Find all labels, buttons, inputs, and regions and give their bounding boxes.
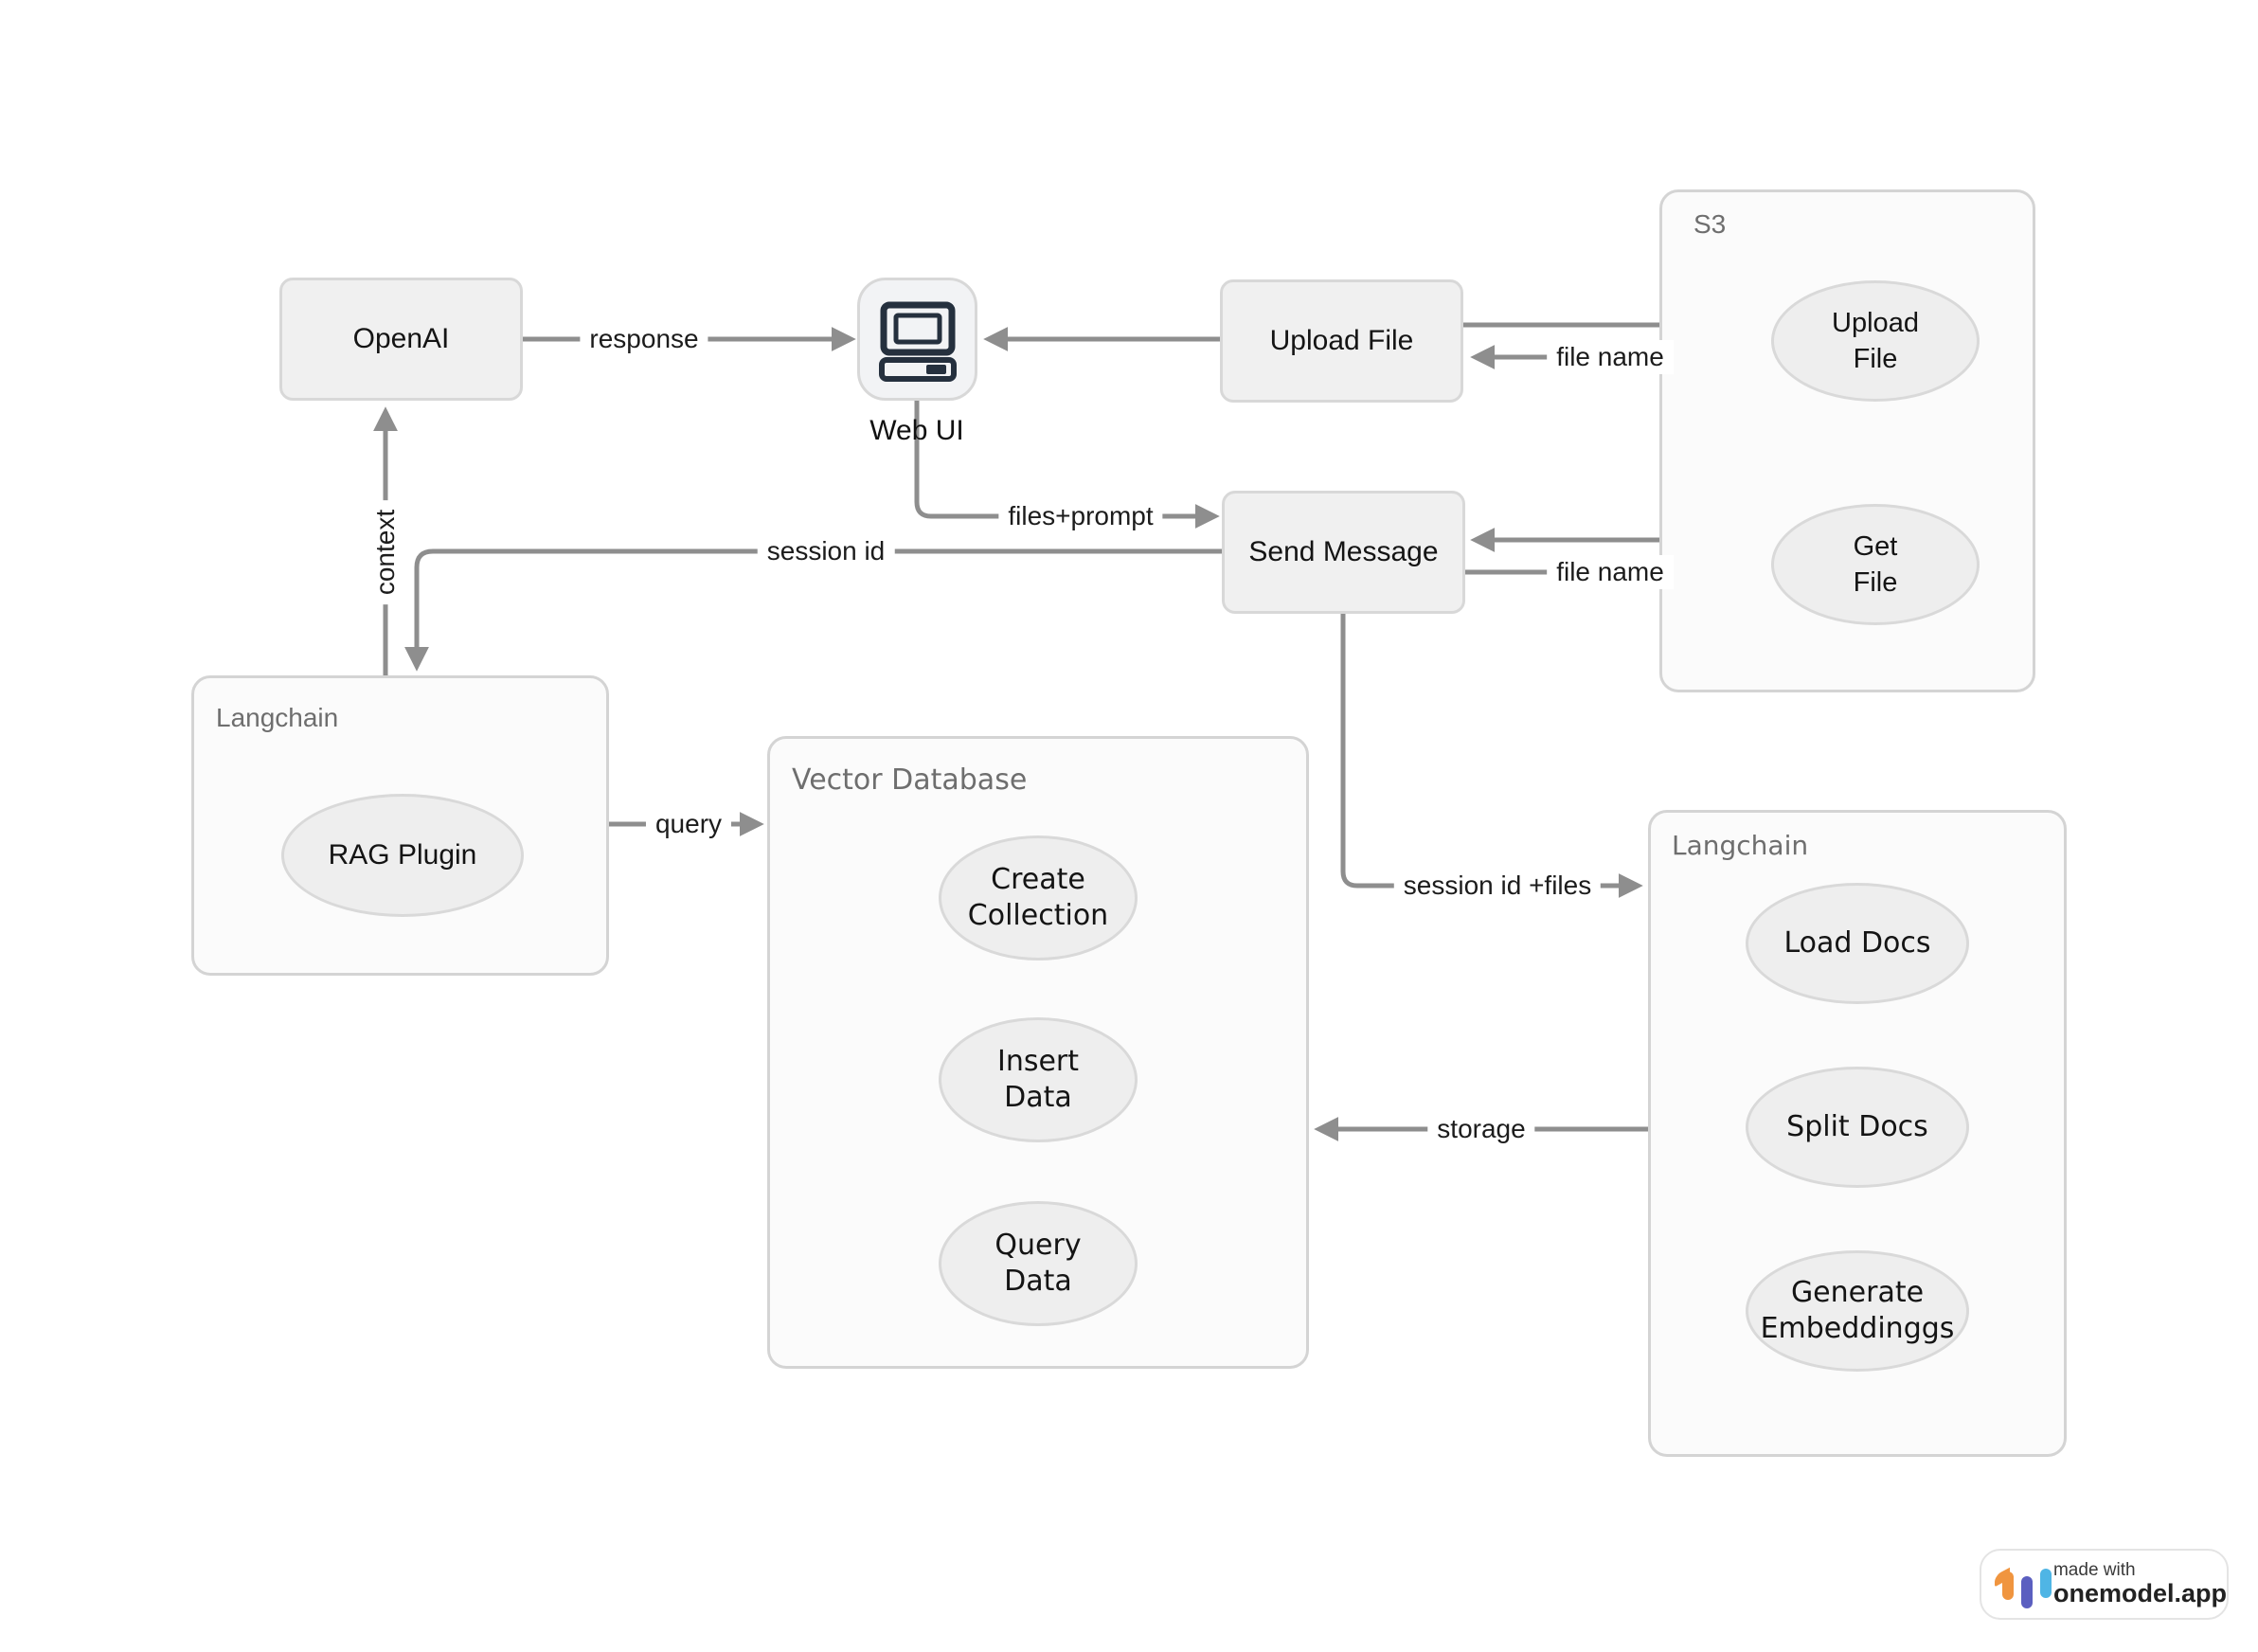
edge-session-id-line[interactable]	[404, 548, 1225, 672]
logo-bar-indigo	[2021, 1576, 2033, 1608]
web-ui-label: Web UI	[869, 415, 964, 446]
load-docs-label: Load Docs	[1783, 926, 1931, 960]
s3-title: S3	[1694, 209, 1727, 239]
upload-file-node-label: Upload File	[1269, 325, 1414, 356]
s3-upload-file-ellipse[interactable]: Upload File	[1771, 280, 1980, 402]
edge-session-id-files-label[interactable]: session id +files	[1393, 869, 1602, 903]
split-docs-label: Split Docs	[1786, 1110, 1928, 1143]
query-data-ellipse[interactable]: Query Data	[939, 1201, 1138, 1326]
badge-made-with: made with	[2052, 1560, 2136, 1581]
vector-database-title: Vector Database	[792, 763, 1028, 797]
openai-node-label: OpenAI	[352, 323, 450, 354]
send-message-node[interactable]: Send Message	[1222, 491, 1465, 614]
edge-session-id-label[interactable]: session id	[757, 534, 895, 568]
badge-brand: onemodel.app	[2052, 1579, 2227, 1608]
logo-bar-orange	[2002, 1571, 2014, 1600]
create-collection-line2: Collection	[967, 899, 1109, 932]
onemodel-logo-icon	[1995, 1558, 2052, 1610]
insert-data-line2: Data	[1004, 1081, 1072, 1114]
insert-data-ellipse[interactable]: Insert Data	[939, 1017, 1138, 1142]
s3-upload-file-line2: File	[1853, 344, 1898, 374]
edge-query-label[interactable]: query	[645, 807, 732, 841]
edge-storage-label[interactable]: storage	[1427, 1112, 1535, 1146]
s3-get-file-line2: File	[1853, 567, 1898, 598]
edge-response-label[interactable]: response	[580, 322, 708, 356]
create-collection-ellipse[interactable]: Create Collection	[939, 835, 1138, 961]
edge-file-name-upload-label[interactable]: file name	[1547, 340, 1674, 374]
edge-file-name-get-label[interactable]: file name	[1547, 555, 1674, 589]
s3-get-file-ellipse[interactable]: Get File	[1771, 504, 1980, 625]
query-data-line1: Query	[995, 1229, 1082, 1262]
edge-files-prompt-line[interactable]	[914, 398, 1220, 529]
web-ui-node[interactable]	[857, 278, 977, 401]
edge-context-label[interactable]: context	[368, 499, 403, 605]
edge-session-id-files-line[interactable]	[1340, 611, 1643, 898]
insert-data-line1: Insert	[996, 1045, 1080, 1078]
rag-plugin-ellipse[interactable]: RAG Plugin	[281, 794, 524, 917]
query-data-line2: Data	[1004, 1265, 1072, 1298]
generate-embeddings-ellipse[interactable]: Generate Embeddinggs	[1746, 1250, 1969, 1372]
upload-file-node[interactable]: Upload File	[1220, 279, 1463, 403]
computer-icon	[879, 301, 957, 382]
langchain-right-title: Langchain	[1672, 830, 1809, 861]
generate-embeddings-line1: Generate	[1790, 1276, 1925, 1309]
langchain-left-title: Langchain	[216, 703, 339, 732]
create-collection-line1: Create	[991, 863, 1085, 896]
openai-node[interactable]: OpenAI	[279, 278, 523, 401]
generate-embeddings-line2: Embeddinggs	[1760, 1312, 1955, 1345]
load-docs-ellipse[interactable]: Load Docs	[1746, 883, 1969, 1004]
rag-plugin-label: RAG Plugin	[328, 839, 477, 871]
split-docs-ellipse[interactable]: Split Docs	[1746, 1067, 1969, 1188]
logo-bar-blue	[2040, 1569, 2052, 1598]
onemodel-badge[interactable]: made with onemodel.app	[1980, 1549, 2229, 1620]
s3-upload-file-line1: Upload	[1832, 308, 1919, 338]
send-message-node-label: Send Message	[1248, 536, 1439, 567]
s3-get-file-line1: Get	[1853, 531, 1898, 562]
edge-files-prompt-label[interactable]: files+prompt	[998, 499, 1163, 533]
